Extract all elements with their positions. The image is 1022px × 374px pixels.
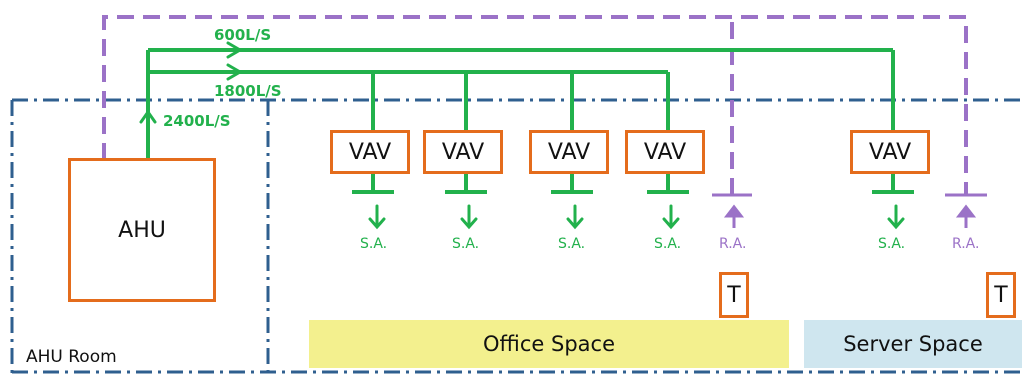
- flow-arrows: [139, 41, 243, 124]
- vav-box-5: VAV: [850, 130, 930, 174]
- arrow-riser: [139, 109, 157, 124]
- sa-label-2: S.A.: [452, 236, 480, 252]
- return-ducts: [102, 15, 968, 195]
- ahu-unit: AHU: [68, 158, 216, 302]
- ahu-room-label: AHU Room: [26, 347, 117, 367]
- supply-outlet-arrows: [368, 204, 905, 230]
- thermostat-office: T: [719, 272, 749, 318]
- flow-label-2400: 2400L/S: [163, 112, 231, 130]
- return-arrow-2-head: [955, 204, 977, 218]
- return-duct-main: [102, 15, 968, 195]
- sa-label-1: S.A.: [360, 236, 388, 252]
- sa-arrow-2-head: [460, 217, 478, 230]
- sa-arrow-5-head: [887, 217, 905, 230]
- sa-arrow-4-head: [662, 217, 680, 230]
- vav-box-3: VAV: [529, 130, 609, 174]
- return-arrow-1-head: [723, 204, 745, 218]
- flow-label-600: 600L/S: [214, 26, 272, 44]
- ra-label-1: R.A.: [719, 236, 747, 252]
- sa-arrow-3-head: [566, 217, 584, 230]
- arrow-middle: [226, 63, 243, 81]
- room-boundaries: [10, 98, 1022, 374]
- supply-ducts: [146, 48, 914, 194]
- vav-box-2: VAV: [423, 130, 503, 174]
- flow-label-1800: 1800L/S: [214, 82, 282, 100]
- sa-label-4: S.A.: [654, 236, 682, 252]
- ra-label-2: R.A.: [952, 236, 980, 252]
- return-grilles: [712, 193, 987, 228]
- arrow-top: [226, 41, 243, 59]
- office-space-zone: Office Space: [309, 320, 789, 368]
- thermostat-server: T: [986, 272, 1016, 318]
- vav-box-1: VAV: [330, 130, 410, 174]
- sa-label-3: S.A.: [558, 236, 586, 252]
- vav-box-4: VAV: [625, 130, 705, 174]
- server-space-zone: Server Space: [804, 320, 1022, 368]
- sa-arrow-1-head: [368, 217, 386, 230]
- sa-label-5: S.A.: [878, 236, 906, 252]
